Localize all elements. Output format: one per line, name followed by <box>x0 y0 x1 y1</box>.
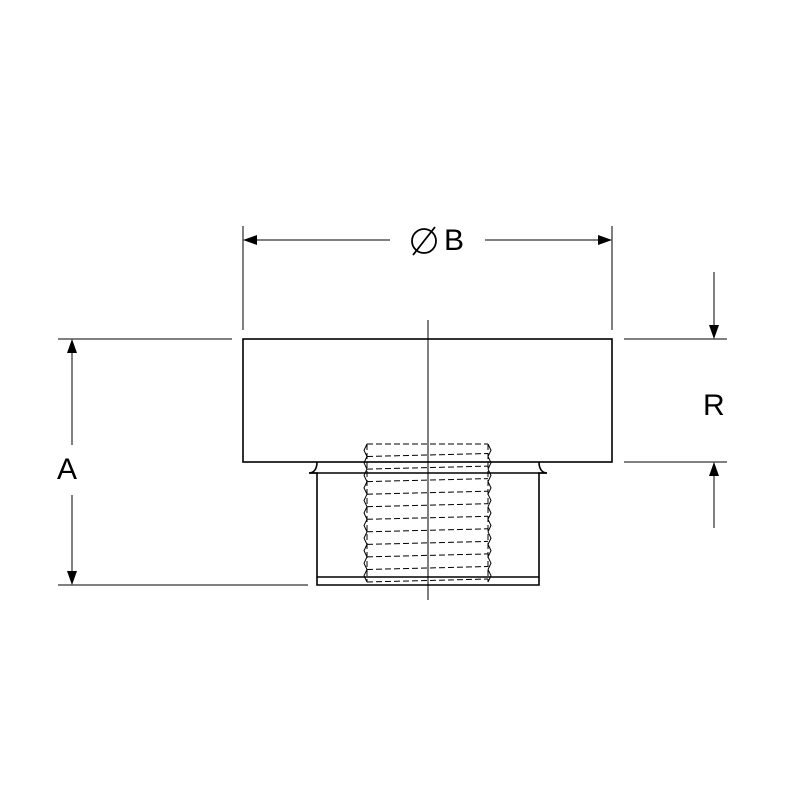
thread-tooth <box>363 443 368 457</box>
thread-tooth <box>363 531 368 545</box>
thread-line <box>366 503 489 508</box>
thread-tooth <box>487 519 492 533</box>
thread-tooth <box>487 493 492 507</box>
dimension-b <box>242 226 613 330</box>
thread-line <box>366 528 489 533</box>
thread-tooth <box>363 569 368 583</box>
dimension-r-label: R <box>703 389 725 422</box>
thread-tooth <box>487 556 492 570</box>
thread-tooth <box>487 481 492 495</box>
thread-tooth <box>487 569 492 583</box>
dimension-r <box>624 272 727 528</box>
thread-tooth <box>363 468 368 482</box>
dimension-b-label: B <box>444 224 465 257</box>
thread-line <box>366 465 489 470</box>
thread-tooth <box>363 556 368 570</box>
internal-thread <box>363 443 492 583</box>
thread-tooth <box>363 456 368 470</box>
thread-line <box>366 453 489 457</box>
thread-tooth <box>363 481 368 495</box>
thread-line <box>366 566 489 570</box>
diameter-icon <box>411 226 437 256</box>
thread-line <box>366 553 489 558</box>
thread-line <box>366 478 489 483</box>
dimension-a <box>58 338 308 586</box>
thread-tooth <box>487 544 492 558</box>
thread-tooth <box>487 456 492 470</box>
thread-tooth <box>363 493 368 507</box>
dimension-a-label: A <box>57 453 78 486</box>
thread-tooth <box>487 531 492 545</box>
thread-tooth <box>487 468 492 482</box>
thread-tooth <box>487 443 492 457</box>
thread-line <box>366 490 489 495</box>
thread-line <box>366 515 489 520</box>
thread-tooth <box>363 506 368 520</box>
thread-line <box>366 540 489 545</box>
thread-tooth <box>363 544 368 558</box>
thread-line <box>366 578 489 583</box>
thread-tooth <box>363 519 368 533</box>
thread-tooth <box>487 506 492 520</box>
